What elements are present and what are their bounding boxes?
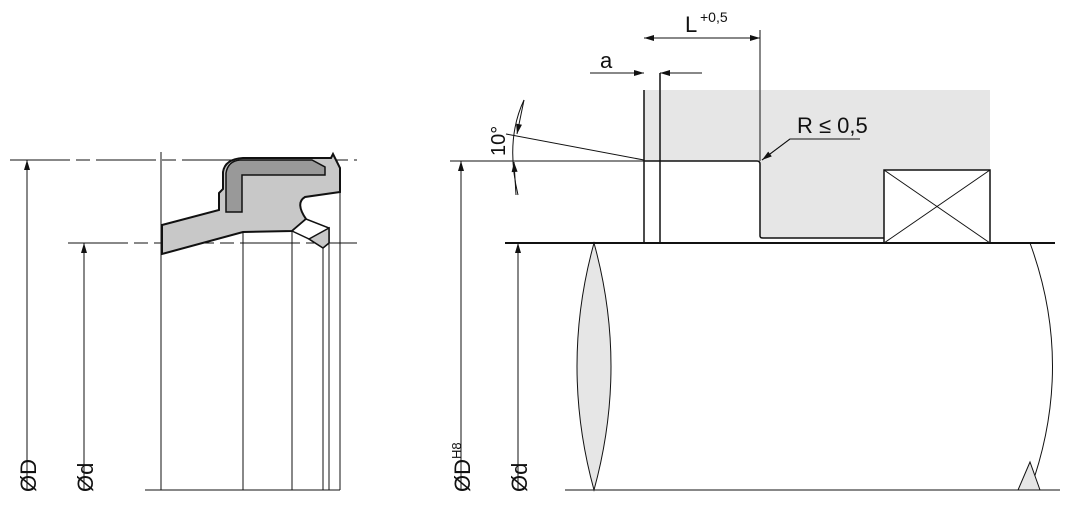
length-label: L	[685, 12, 697, 37]
inner-diameter-label: Ød	[73, 463, 98, 492]
rod-right-edge	[1029, 242, 1053, 491]
radius-label: R ≤ 0,5	[797, 113, 868, 138]
housing-diameter-label: ØDH8	[449, 442, 475, 492]
offset-label: a	[600, 48, 613, 73]
rod-diameter-label: Ød	[507, 463, 532, 492]
rod-end-ellipse	[576, 241, 612, 492]
angle-label: 10°	[488, 126, 510, 156]
outer-diameter-label: ØD	[16, 459, 41, 492]
installation-space	[450, 30, 1060, 492]
length-tolerance: +0,5	[700, 9, 728, 25]
seal-cross-section	[10, 151, 357, 491]
seal-body	[161, 151, 341, 256]
seal-insert	[225, 159, 326, 213]
